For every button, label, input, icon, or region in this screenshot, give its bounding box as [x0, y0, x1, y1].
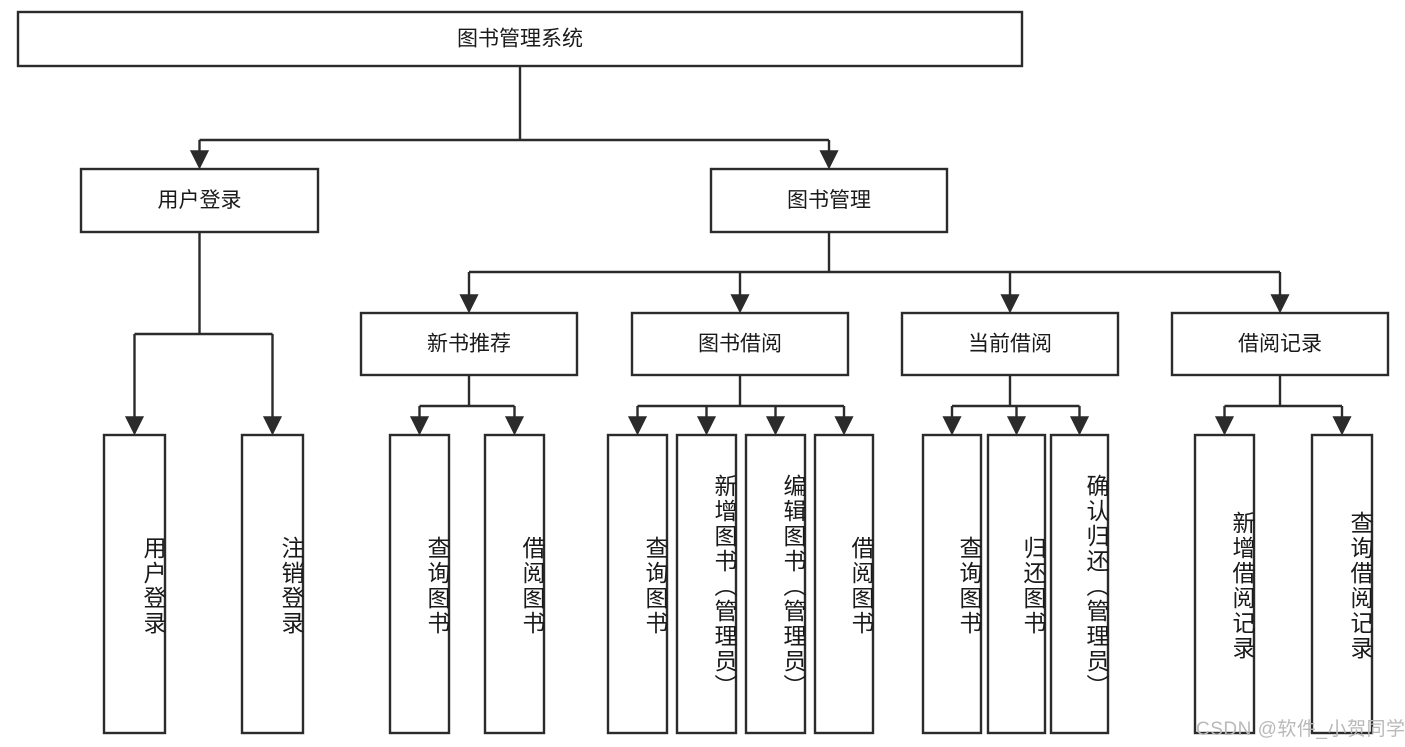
node-label-user-login: 用户登录: [158, 189, 242, 212]
node-borrow-record[interactable]: [1170, 311, 1390, 377]
leaf-leaf-query-book-3[interactable]: [921, 433, 983, 735]
leaf-leaf-query-book-1[interactable]: [388, 433, 451, 735]
node-label-book-manage: 图书管理: [787, 189, 871, 212]
leaf-leaf-confirm-return[interactable]: [1049, 433, 1110, 735]
node-label-new-book-recommend: 新书推荐: [427, 333, 511, 356]
boxes-layer: [16, 10, 1390, 735]
leaf-leaf-borrow-book-1[interactable]: [483, 433, 546, 735]
node-current-borrow[interactable]: [900, 311, 1120, 377]
leaf-leaf-query-record[interactable]: [1310, 433, 1374, 735]
leaf-leaf-add-book[interactable]: [675, 433, 738, 735]
leaf-leaf-add-record[interactable]: [1193, 433, 1256, 735]
node-label-borrow-record: 借阅记录: [1238, 333, 1322, 356]
leaf-leaf-borrow-book-2[interactable]: [813, 433, 875, 735]
node-new-book-recommend[interactable]: [359, 311, 579, 377]
csdn-watermark: CSDN @软件_小贺同学: [1196, 719, 1405, 740]
node-label-root: 图书管理系统: [457, 28, 583, 51]
node-label-current-borrow: 当前借阅: [968, 333, 1052, 356]
connectors-layer: [124, 66, 1352, 436]
leaf-leaf-query-book-2[interactable]: [606, 433, 669, 735]
leaf-leaf-logout[interactable]: [240, 433, 305, 735]
node-label-book-borrow: 图书借阅: [698, 333, 782, 356]
leaf-leaf-user-login[interactable]: [102, 433, 167, 735]
leaf-leaf-edit-book[interactable]: [744, 433, 807, 735]
node-book-borrow[interactable]: [630, 311, 850, 377]
node-root[interactable]: [16, 10, 1024, 68]
node-user-login[interactable]: [79, 167, 320, 234]
leaf-leaf-return-book[interactable]: [986, 433, 1047, 735]
node-book-manage[interactable]: [709, 167, 949, 234]
